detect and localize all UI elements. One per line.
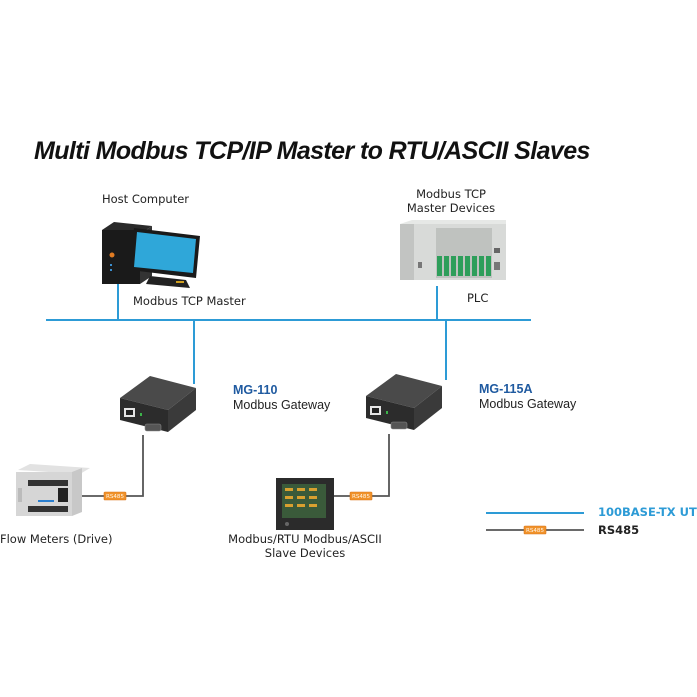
plc-role: PLC xyxy=(467,291,489,305)
host-computer-icon xyxy=(102,222,200,288)
plc-label-line2: Master Devices xyxy=(406,201,496,215)
rs485-link-flow-meters xyxy=(68,435,144,497)
plc-modules xyxy=(437,256,491,276)
rs485-links: RS485 RS485 xyxy=(68,434,390,501)
gateway-mg115a-icon xyxy=(366,374,442,430)
legend-rs485-tag-text: RS485 xyxy=(526,528,544,534)
gateway-1-model: MG-110 xyxy=(233,383,278,397)
gateway-2-label: MG-115A Modbus Gateway xyxy=(479,382,576,412)
rs485-tag-text: RS485 xyxy=(352,494,370,500)
gateway-1-description: Modbus Gateway xyxy=(233,398,331,412)
flow-meter-icon xyxy=(16,464,90,516)
gateway-2-description: Modbus Gateway xyxy=(479,397,577,411)
rs485-tag-icon xyxy=(349,491,373,501)
rs485-tag-icon xyxy=(103,491,127,501)
slave-devices-label-line1: Modbus/RTU Modbus/ASCII xyxy=(228,532,382,546)
flow-meters-label: Flow Meters (Drive) xyxy=(0,532,113,546)
host-computer-label: Host Computer xyxy=(102,192,190,206)
plc-label: Modbus TCP Master Devices xyxy=(396,187,506,215)
utp-network xyxy=(46,282,531,384)
host-computer-role: Modbus TCP Master xyxy=(133,294,246,308)
gateway-mg110-icon xyxy=(120,376,196,432)
slave-device-icon xyxy=(276,478,334,530)
legend-utp-label: 100BASE-TX UTP xyxy=(598,505,697,519)
rs485-link-slave-devices xyxy=(334,434,390,497)
legend-rs485-tag-icon xyxy=(523,525,547,535)
plc-icon xyxy=(400,220,506,280)
slave-devices-label-line2: Slave Devices xyxy=(264,546,346,560)
gateway-2-model: MG-115A xyxy=(479,382,533,396)
legend-rs485-label: RS485 xyxy=(598,523,640,537)
diagram-title: Multi Modbus TCP/IP Master to RTU/ASCII … xyxy=(34,137,590,165)
rs485-tag-text: RS485 xyxy=(106,494,124,500)
plc-label-line1: Modbus TCP xyxy=(416,187,486,201)
gateway-1-label: MG-110 Modbus Gateway xyxy=(233,383,330,413)
legend-lines: RS485 xyxy=(486,512,584,535)
slave-devices-label: Modbus/RTU Modbus/ASCII Slave Devices xyxy=(220,532,390,560)
